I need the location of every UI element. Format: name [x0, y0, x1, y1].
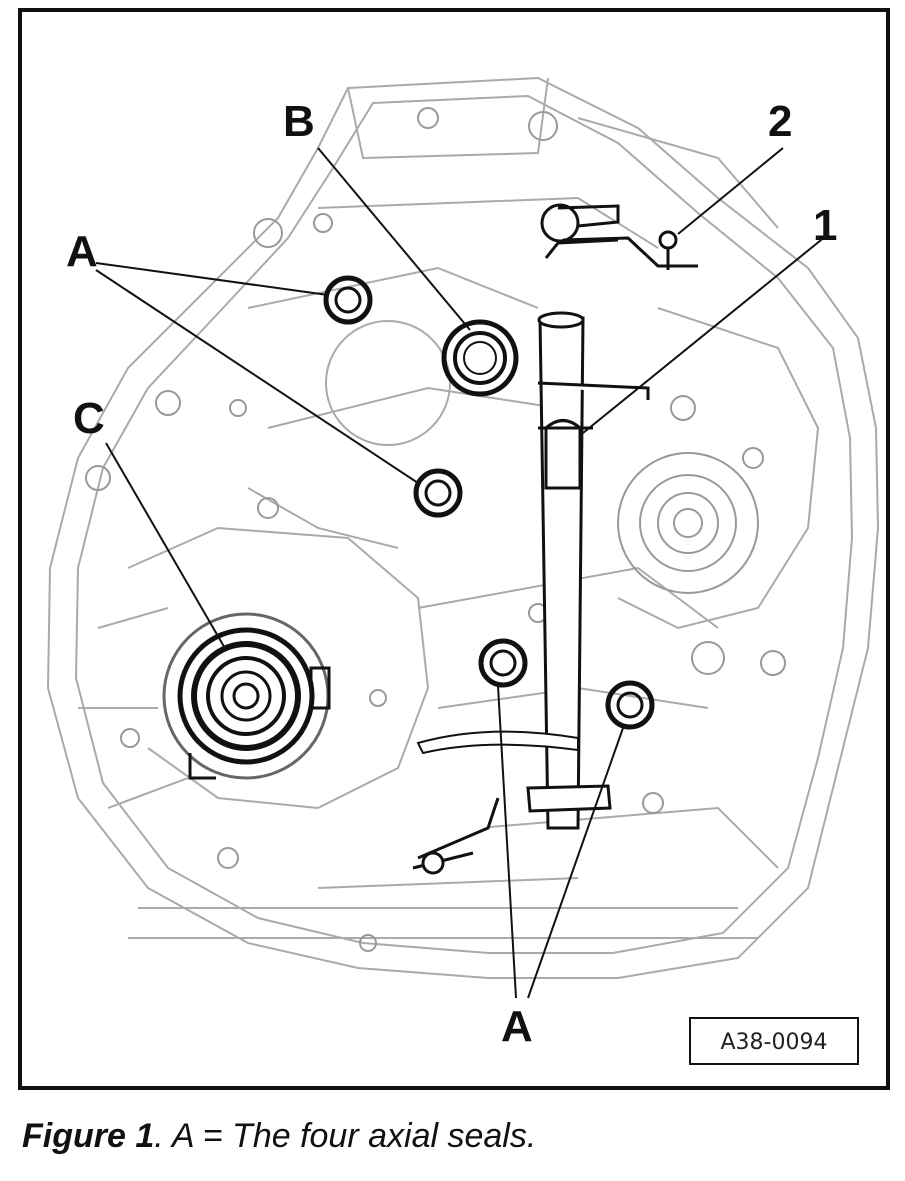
- axial-seal: [323, 275, 373, 325]
- axial-seal: [605, 680, 655, 730]
- figure-caption: Figure 1. A = The four axial seals.: [22, 1117, 536, 1156]
- callout-b: B: [283, 97, 315, 146]
- callout-c: C: [73, 394, 105, 443]
- bolt-bosses: [85, 107, 786, 952]
- upper-bore: [325, 320, 451, 446]
- right-bearing: [617, 452, 759, 594]
- reference-code-box: [689, 1017, 859, 1065]
- axial-seal: [478, 638, 528, 688]
- transmission-diagram: B 2 A 1 C A A38-0094: [18, 8, 890, 1090]
- figure-border: [18, 8, 890, 1090]
- callout-a-top: A: [66, 227, 98, 276]
- seal-b: [441, 319, 519, 397]
- axial-seals: [323, 275, 655, 730]
- leader-lines: [95, 147, 827, 999]
- callout-a-bottom: A: [501, 1002, 533, 1051]
- transmission-housing: [46, 76, 880, 979]
- selector-shaft: [412, 311, 650, 875]
- caption-label: Figure 1: [22, 1117, 155, 1155]
- seal-c-flange: [162, 612, 331, 780]
- sender-linkage: [540, 203, 698, 270]
- reference-code: A38-0094: [721, 1030, 828, 1055]
- figure-frame: B 2 A 1 C A A38-0094: [18, 8, 890, 1090]
- callout-2: 2: [768, 97, 792, 146]
- caption-text: . A = The four axial seals.: [154, 1117, 537, 1155]
- callout-1: 1: [813, 201, 837, 250]
- axial-seal: [413, 468, 463, 518]
